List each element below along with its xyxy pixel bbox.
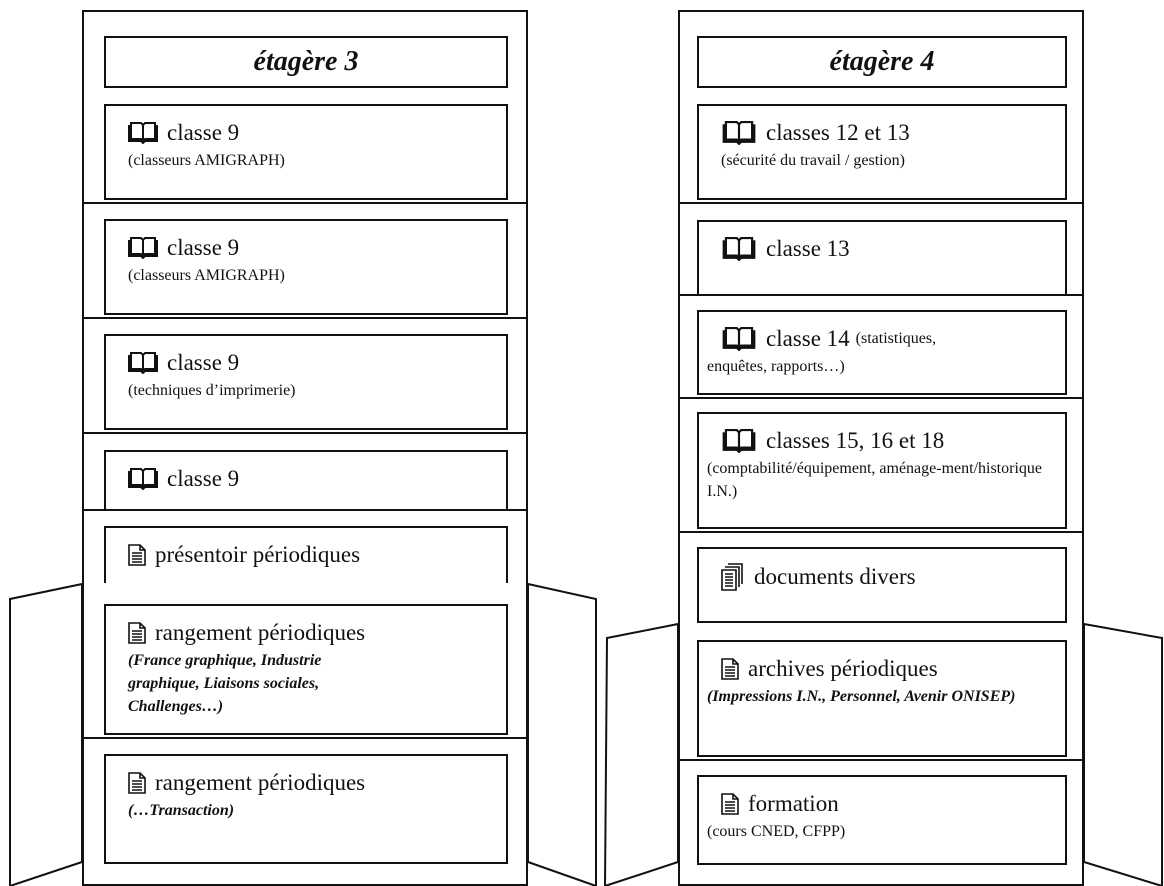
book-icon bbox=[721, 429, 757, 453]
shelf-label: formation bbox=[748, 791, 839, 816]
shelf-divider bbox=[678, 531, 1084, 533]
book-icon bbox=[128, 352, 158, 374]
shelf-label: rangement périodiques bbox=[155, 620, 366, 645]
shelf-formation: formation (cours CNED, CFPP) bbox=[697, 775, 1067, 865]
shelf-documents-divers: documents divers bbox=[697, 547, 1067, 623]
document-icon bbox=[128, 544, 146, 566]
shelf-label: présentoir périodiques bbox=[155, 542, 361, 567]
shelf-label: classes 15, 16 et 18 bbox=[766, 428, 945, 453]
shelf-classe-9-imprimerie: classe 9 (techniques d’imprimerie) bbox=[104, 334, 508, 430]
book-icon bbox=[721, 121, 757, 145]
book-icon bbox=[721, 327, 757, 351]
book-icon bbox=[128, 122, 158, 144]
shelf-label: documents divers bbox=[754, 564, 916, 589]
shelf-label: classe 9 bbox=[167, 235, 240, 260]
shelf-classe-9-amigraph-2: classe 9 (classeurs AMIGRAPH) bbox=[104, 219, 508, 315]
shelf-divider bbox=[82, 317, 528, 319]
shelf-divider bbox=[678, 294, 1084, 296]
shelf-divider bbox=[82, 432, 528, 434]
documents-stack-icon bbox=[721, 563, 745, 591]
shelf-sublabel: (classeurs AMIGRAPH) bbox=[128, 267, 285, 284]
cabinet-title-etagere-3: étagère 3 bbox=[104, 36, 508, 88]
shelf-rangement-periodiques-1: rangement périodiques (France graphique,… bbox=[104, 604, 508, 735]
shelf-classes-12-13: classes 12 et 13 (sécurité du travail / … bbox=[697, 104, 1067, 200]
document-icon bbox=[128, 772, 146, 794]
shelf-divider bbox=[678, 759, 1084, 761]
shelf-divider bbox=[678, 202, 1084, 204]
cabinet-title-etagere-4: étagère 4 bbox=[697, 36, 1067, 88]
shelf-classe-13: classe 13 bbox=[697, 220, 1067, 294]
shelf-sublabel: (France graphique, Industrie graphique, … bbox=[128, 652, 322, 715]
shelf-label: classe 9 bbox=[167, 466, 240, 491]
shelf-sublabel: (comptabilité/équipement, aménage-ment/h… bbox=[707, 460, 1042, 500]
document-icon bbox=[128, 622, 146, 644]
shelf-inline-note: (statistiques, bbox=[855, 330, 937, 347]
shelf-classe-9-amigraph-1: classe 9 (classeurs AMIGRAPH) bbox=[104, 104, 508, 200]
shelf-label: classes 12 et 13 bbox=[766, 120, 910, 145]
shelf-sublabel: (techniques d’imprimerie) bbox=[128, 382, 296, 399]
shelf-archives-periodiques: archives périodiques (Impressions I.N., … bbox=[697, 640, 1067, 757]
shelf-divider bbox=[82, 509, 528, 511]
shelf-rangement-periodiques-2: rangement périodiques (…Transaction) bbox=[104, 754, 508, 864]
book-icon bbox=[128, 237, 158, 259]
shelf-sublabel: (classeurs AMIGRAPH) bbox=[128, 152, 285, 169]
shelf-classe-14: classe 14 (statistiques, enquêtes, rappor… bbox=[697, 310, 1067, 395]
document-icon bbox=[721, 658, 739, 680]
shelf-classes-15-16-18: classes 15, 16 et 18 (comptabilité/équip… bbox=[697, 412, 1067, 529]
shelf-divider bbox=[82, 202, 528, 204]
shelf-label: classe 9 bbox=[167, 120, 240, 145]
shelf-sublabel: (Impressions I.N., Personnel, Avenir ONI… bbox=[707, 688, 1016, 705]
shelf-divider bbox=[82, 737, 528, 739]
shelf-sublabel: (sécurité du travail / gestion) bbox=[721, 152, 905, 169]
shelf-label: archives périodiques bbox=[748, 656, 938, 681]
shelf-label: classe 9 bbox=[167, 350, 240, 375]
shelf-divider bbox=[678, 397, 1084, 399]
shelf-label: classe 14 bbox=[766, 326, 850, 351]
shelf-sublabel: enquêtes, rapports…) bbox=[707, 358, 845, 375]
shelf-classe-9: classe 9 bbox=[104, 450, 508, 509]
shelf-presentoir-periodiques: présentoir périodiques bbox=[104, 526, 508, 583]
shelf-label: classe 13 bbox=[766, 236, 850, 261]
book-icon bbox=[721, 237, 757, 261]
shelf-sublabel: (cours CNED, CFPP) bbox=[707, 823, 846, 840]
document-icon bbox=[721, 793, 739, 815]
shelf-label: rangement périodiques bbox=[155, 770, 366, 795]
shelf-sublabel: (…Transaction) bbox=[128, 802, 235, 819]
book-icon bbox=[128, 468, 158, 490]
